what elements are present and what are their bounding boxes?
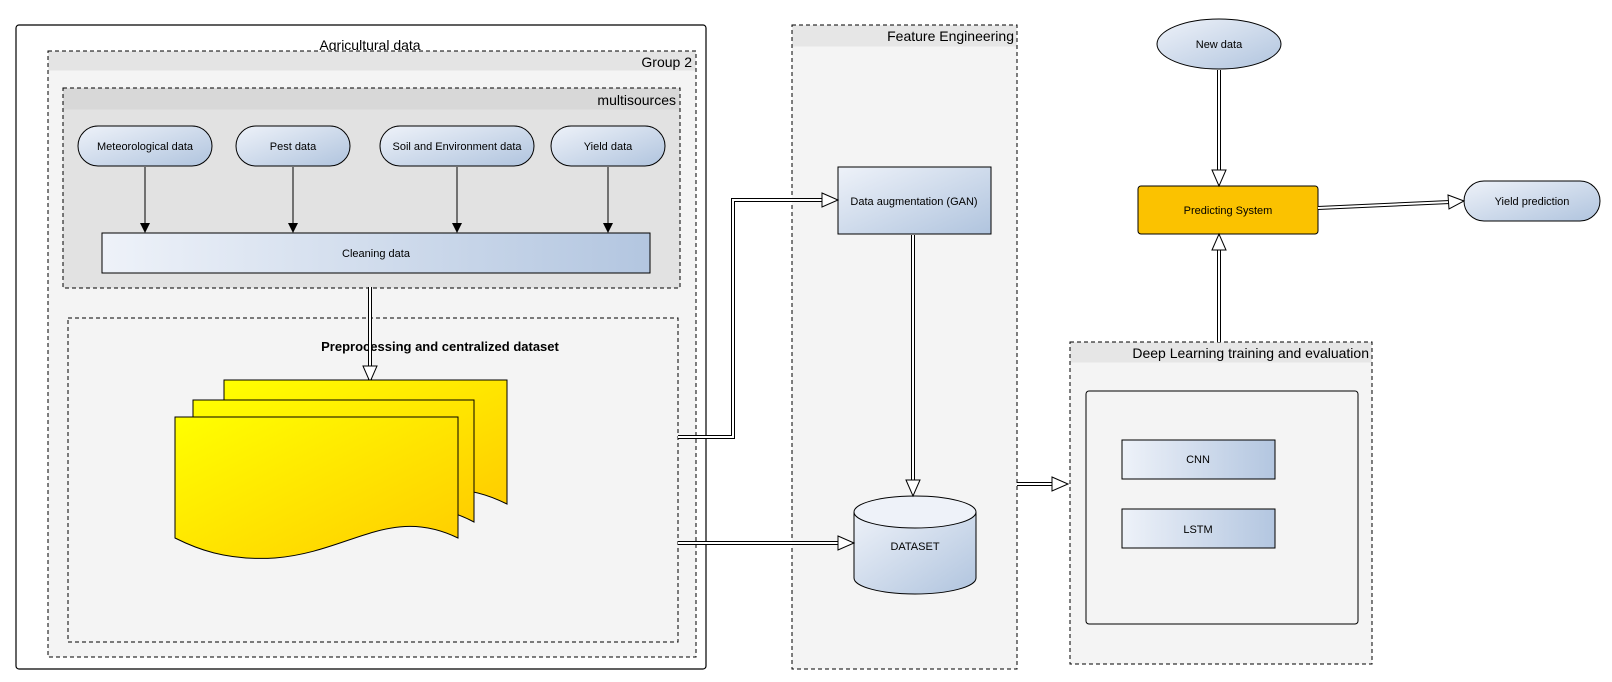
- new-data-label: New data: [1196, 39, 1243, 51]
- group-2-title: Group 2: [641, 54, 692, 70]
- arrow-augmentation-to-dataset: [905, 235, 921, 498]
- yield-prediction-label: Yield prediction: [1495, 196, 1570, 208]
- source-soil-environment[interactable]: Soil and Environment data: [379, 125, 535, 167]
- lstm-label: LSTM: [1183, 524, 1212, 536]
- predicting-system-node[interactable]: Predicting System: [1137, 185, 1319, 235]
- document-stack-icon: [174, 379, 508, 559]
- agricultural-data-title: Agricultural data: [319, 37, 420, 53]
- arrow-cleaning-to-preprocessing: [362, 287, 378, 384]
- multisources-title: multisources: [597, 92, 676, 108]
- source-meteorological[interactable]: Meteorological data: [77, 125, 213, 167]
- arrow-feature-to-deep-learning: [1017, 476, 1070, 492]
- arrow-predicting-to-yield: [1317, 194, 1466, 210]
- deep-learning-title: Deep Learning training and evaluation: [1132, 345, 1369, 361]
- data-augmentation-label: Data augmentation (GAN): [850, 196, 977, 208]
- cleaning-data-label: Cleaning data: [342, 248, 411, 260]
- source-label: Yield data: [584, 141, 633, 153]
- predicting-system-label: Predicting System: [1184, 205, 1273, 217]
- arrow-newdata-to-predicting: [1211, 70, 1227, 188]
- source-pest[interactable]: Pest data: [235, 125, 351, 167]
- dataset-label: DATASET: [890, 541, 939, 553]
- source-label: Meteorological data: [97, 141, 194, 153]
- yield-prediction-node[interactable]: Yield prediction: [1463, 180, 1601, 222]
- cnn-node[interactable]: CNN: [1121, 439, 1276, 480]
- arrow-preprocessing-to-augmentation: [678, 192, 840, 439]
- dataset-cylinder[interactable]: DATASET: [853, 495, 977, 595]
- cleaning-data-node[interactable]: Cleaning data: [101, 232, 651, 274]
- source-arrows: [140, 167, 613, 233]
- preprocessing-title: Preprocessing and centralized dataset: [321, 339, 559, 354]
- source-yield[interactable]: Yield data: [550, 125, 666, 167]
- source-label: Pest data: [270, 141, 317, 153]
- arrow-preprocessing-to-dataset: [678, 535, 856, 551]
- deep-learning-container: Deep Learning training and evaluation: [1069, 341, 1373, 665]
- lstm-node[interactable]: LSTM: [1121, 508, 1276, 549]
- source-label: Soil and Environment data: [392, 141, 522, 153]
- new-data-node[interactable]: New data: [1156, 18, 1282, 70]
- cnn-label: CNN: [1186, 454, 1210, 466]
- data-augmentation-node[interactable]: Data augmentation (GAN): [837, 166, 992, 235]
- arrow-deeplearning-to-predicting: [1211, 232, 1227, 342]
- feature-engineering-title: Feature Engineering: [887, 28, 1014, 44]
